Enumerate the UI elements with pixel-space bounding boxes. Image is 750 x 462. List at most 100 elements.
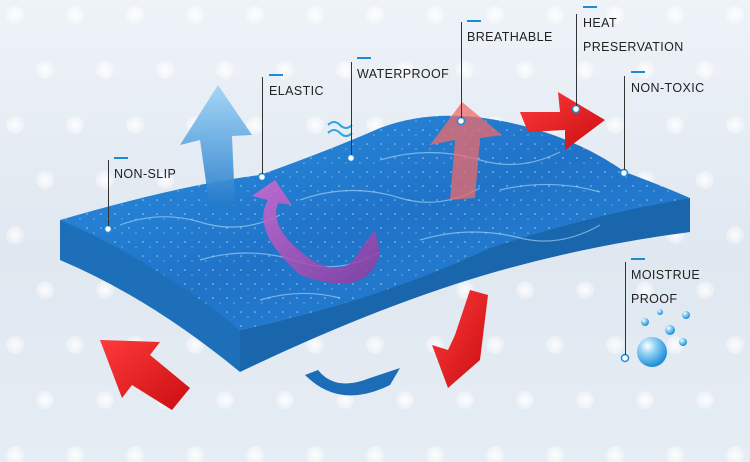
background-dot <box>666 6 684 24</box>
accent-dash <box>357 57 371 59</box>
background-dot <box>246 116 264 134</box>
background-dot <box>6 336 24 354</box>
background-dot <box>66 446 84 462</box>
background-dot <box>456 61 474 79</box>
label-non-slip: NON-SLIP <box>114 157 177 185</box>
background-dot <box>156 171 174 189</box>
background-dot <box>96 171 114 189</box>
label-text: ELASTIC <box>269 84 324 98</box>
background-dot <box>306 116 324 134</box>
background-dot <box>306 6 324 24</box>
background-dot <box>516 281 534 299</box>
background-dot <box>6 226 24 244</box>
background-dot <box>6 116 24 134</box>
background-dot <box>486 446 504 462</box>
label-text: NON-TOXIC <box>631 81 705 95</box>
background-dot <box>96 391 114 409</box>
background-dot <box>726 6 744 24</box>
background-dot <box>546 446 564 462</box>
background-dot <box>606 6 624 24</box>
accent-dash <box>631 71 645 73</box>
callout-line-elastic <box>262 77 263 174</box>
background-dot <box>696 391 714 409</box>
background-dot <box>96 61 114 79</box>
background-dot <box>36 281 54 299</box>
background-dot <box>6 446 24 462</box>
under-curve-arrow <box>305 368 400 396</box>
background-dot <box>6 6 24 24</box>
background-dot <box>666 116 684 134</box>
background-dot <box>396 391 414 409</box>
background-dot <box>666 446 684 462</box>
label-heat-preservation: HEAT PRESERVATION <box>583 6 684 58</box>
background-dot <box>276 61 294 79</box>
background-dot <box>66 116 84 134</box>
background-dot <box>66 6 84 24</box>
background-dot <box>276 391 294 409</box>
callout-line-non-toxic <box>624 76 625 170</box>
water-bubbles-icon <box>637 309 690 367</box>
background-dot <box>456 391 474 409</box>
background-dot <box>366 336 384 354</box>
background-dot <box>486 336 504 354</box>
background-dot <box>726 116 744 134</box>
background-dot <box>336 61 354 79</box>
label-text: PRESERVATION <box>583 40 684 54</box>
background-dot <box>606 336 624 354</box>
bottom-center-arrow <box>432 290 488 388</box>
label-text: BREATHABLE <box>467 30 553 44</box>
background-dot <box>246 446 264 462</box>
accent-dash <box>467 20 481 22</box>
callout-line-breathable <box>461 22 462 118</box>
callout-line-non-slip <box>108 160 109 226</box>
label-breathable: BREATHABLE <box>467 20 553 48</box>
background-dot <box>336 391 354 409</box>
elastic-arrow <box>252 180 380 284</box>
background-dot <box>126 446 144 462</box>
background-dot <box>576 391 594 409</box>
background-dot <box>426 6 444 24</box>
label-text: NON-SLIP <box>114 167 177 181</box>
background-dot <box>576 281 594 299</box>
background-dot <box>96 281 114 299</box>
background-dot <box>546 6 564 24</box>
label-moisture-proof: MOISTRUE PROOF <box>631 258 700 310</box>
foam-sheet-texture <box>60 115 690 330</box>
background-dot <box>726 336 744 354</box>
background-dot <box>486 6 504 24</box>
background-dot <box>696 281 714 299</box>
background-dot <box>126 116 144 134</box>
accent-dash <box>583 6 597 8</box>
background-dot <box>66 336 84 354</box>
bottom-left-arrow <box>100 340 190 410</box>
background-dot <box>726 446 744 462</box>
heat-arrow <box>520 92 605 150</box>
label-text: WATERPROOF <box>357 67 450 81</box>
background-dot <box>516 61 534 79</box>
background-dot <box>696 61 714 79</box>
background-dot <box>156 61 174 79</box>
callout-line-moisture <box>625 262 626 355</box>
accent-dash <box>269 74 283 76</box>
background-dot <box>576 61 594 79</box>
background-dot <box>126 6 144 24</box>
blue-up-arrow <box>180 85 252 210</box>
foam-sheet-right-edge <box>240 198 690 372</box>
background-dot <box>186 446 204 462</box>
background-dot <box>696 171 714 189</box>
background-dot <box>306 336 324 354</box>
callout-line-waterproof <box>351 62 352 155</box>
background-dot <box>366 6 384 24</box>
background-dot <box>36 171 54 189</box>
foam-sheet-front-edge <box>60 220 240 372</box>
background-dot <box>606 446 624 462</box>
breathable-arrow <box>430 102 502 200</box>
accent-dash <box>114 157 128 159</box>
label-waterproof: WATERPROOF <box>357 57 450 85</box>
label-text: PROOF <box>631 292 678 306</box>
background-dot <box>366 446 384 462</box>
background-dot <box>36 61 54 79</box>
background-dot <box>396 61 414 79</box>
label-non-toxic: NON-TOXIC <box>631 71 705 99</box>
